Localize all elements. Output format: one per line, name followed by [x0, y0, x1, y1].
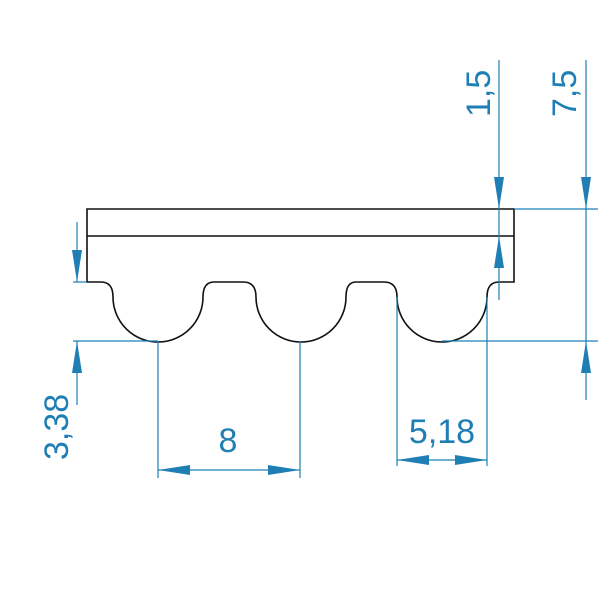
label-pitch: 8: [219, 422, 238, 460]
dimension-total-height: 7,5: [442, 60, 598, 400]
belt-outline: [86, 208, 515, 343]
label-backing-thickness: 1,5: [460, 70, 498, 117]
label-tooth-width: 5,18: [409, 413, 475, 451]
dimension-tooth-width: 5,18: [396, 297, 488, 466]
label-total-height: 7,5: [546, 70, 584, 117]
dimension-backing-thickness: 1,5: [460, 60, 598, 300]
dimension-tooth-height: 3,38: [38, 222, 158, 460]
label-tooth-height: 3,38: [38, 394, 76, 460]
dimension-pitch: 8: [157, 341, 301, 478]
